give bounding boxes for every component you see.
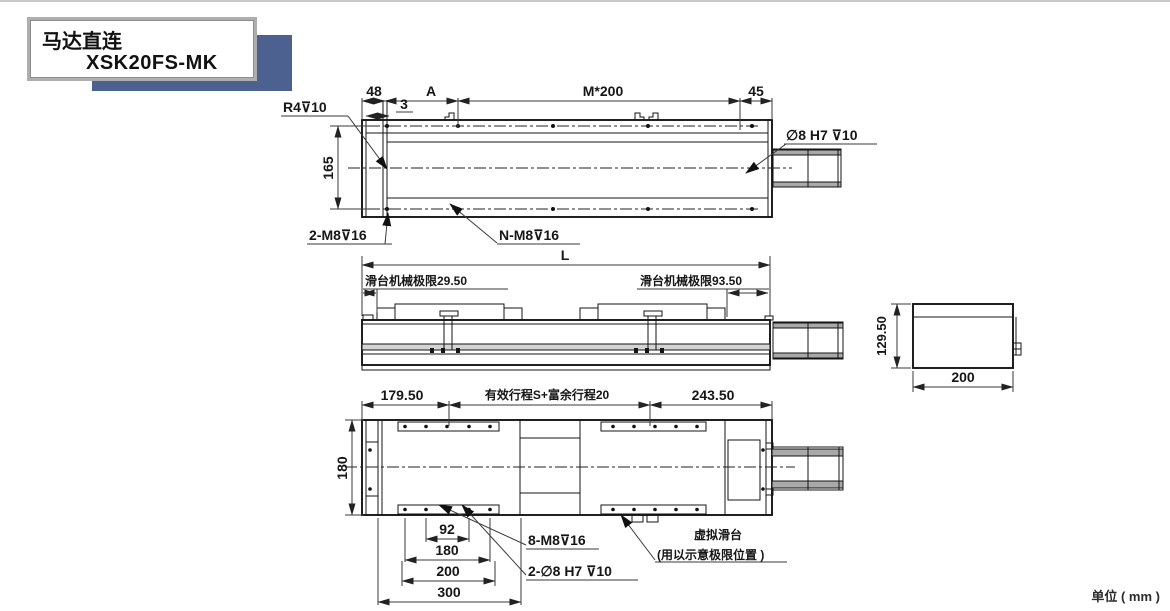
dim-L: L bbox=[561, 247, 570, 263]
dim-pitch: M*200 bbox=[583, 83, 624, 99]
dim-48: 48 bbox=[366, 83, 382, 99]
top-view-dimensions: 48 A M*200 45 3 165 R4⊽10 ∅8 H7 ⊽10 2 bbox=[281, 83, 877, 245]
end-view: 129.50 200 bbox=[874, 303, 1022, 392]
hole-centers-top-row bbox=[385, 124, 754, 128]
dim-width: 200 bbox=[951, 369, 975, 385]
slider-1 bbox=[376, 303, 523, 353]
side-view: 滑台机械极限29.50 滑台机械极限93.50 bbox=[361, 273, 844, 371]
dim-180: 180 bbox=[435, 542, 459, 558]
title-box: 马达直连 XSK20FS-MK bbox=[27, 17, 257, 81]
limit-left-label: 滑台机械极限29.50 bbox=[365, 273, 467, 288]
motor-block-bottom-view bbox=[771, 446, 844, 491]
series-title: 马达直连 bbox=[42, 31, 122, 53]
overall-length-dimension: L bbox=[361, 247, 771, 316]
dim-165: 165 bbox=[320, 156, 336, 180]
unit-note: 单位 ( mm ) bbox=[1091, 589, 1160, 604]
virtual-slider-hole-strips bbox=[600, 421, 707, 523]
label-pin-holes: 2-∅8 H7 ⊽10 bbox=[528, 563, 612, 579]
slider-2 bbox=[579, 303, 726, 353]
virtual-slider-holes bbox=[611, 424, 699, 512]
dim-stroke-label: 有效行程S+富余行程20 bbox=[485, 387, 610, 402]
bottom-view-labels: 8-M8⊽16 2-∅8 H7 ⊽10 虚拟滑台 (用以示意极限位置 ) bbox=[438, 504, 787, 581]
top-view: 48 A M*200 45 3 165 R4⊽10 ∅8 H7 ⊽10 2 bbox=[281, 83, 877, 245]
label-pin-hole: ∅8 H7 ⊽10 bbox=[786, 127, 858, 143]
bottom-view-width-dimension: 180 bbox=[334, 419, 364, 516]
mechanical-limit-left: 滑台机械极限29.50 bbox=[362, 273, 508, 312]
end-view-dimensions: 129.50 200 bbox=[874, 303, 1014, 392]
model-number: XSK20FS-MK bbox=[86, 52, 218, 74]
dim-180-vertical: 180 bbox=[334, 456, 350, 480]
sensor-tabs bbox=[444, 112, 659, 121]
motor-block-side-view bbox=[772, 321, 844, 360]
label-mount-holes: N-M8⊽16 bbox=[499, 227, 559, 243]
dim-243-50: 243.50 bbox=[692, 387, 735, 403]
motor-block-top-view bbox=[772, 148, 842, 188]
dim-A: A bbox=[426, 83, 436, 99]
dim-300: 300 bbox=[437, 584, 461, 600]
dim-179-50: 179.50 bbox=[381, 387, 424, 403]
dim-200: 200 bbox=[436, 563, 460, 579]
mechanical-limit-right: 滑台机械极限93.50 bbox=[637, 273, 769, 317]
bottom-view-top-dimensions: 179.50 有效行程S+富余行程20 243.50 bbox=[361, 387, 773, 426]
label-end-holes: 2-M8⊽16 bbox=[309, 227, 367, 243]
limit-right-label: 滑台机械极限93.50 bbox=[640, 273, 742, 288]
dim-3: 3 bbox=[400, 96, 408, 112]
dim-92: 92 bbox=[439, 521, 455, 537]
bottom-view-stacked-dimensions: 92 180 200 300 bbox=[377, 518, 522, 606]
label-virtual-slider-note: (用以示意极限位置 ) bbox=[657, 547, 764, 562]
label-corner-radius: R4⊽10 bbox=[283, 99, 327, 115]
dim-height: 129.50 bbox=[874, 316, 889, 356]
label-virtual-slider: 虚拟滑台 bbox=[694, 527, 742, 542]
slider1-holes bbox=[403, 424, 492, 512]
slider1-hole-strips bbox=[397, 421, 500, 515]
dim-45: 45 bbox=[748, 83, 764, 99]
label-slider-holes: 8-M8⊽16 bbox=[528, 532, 586, 548]
bottom-view: 179.50 有效行程S+富余行程20 243.50 180 bbox=[334, 387, 844, 606]
